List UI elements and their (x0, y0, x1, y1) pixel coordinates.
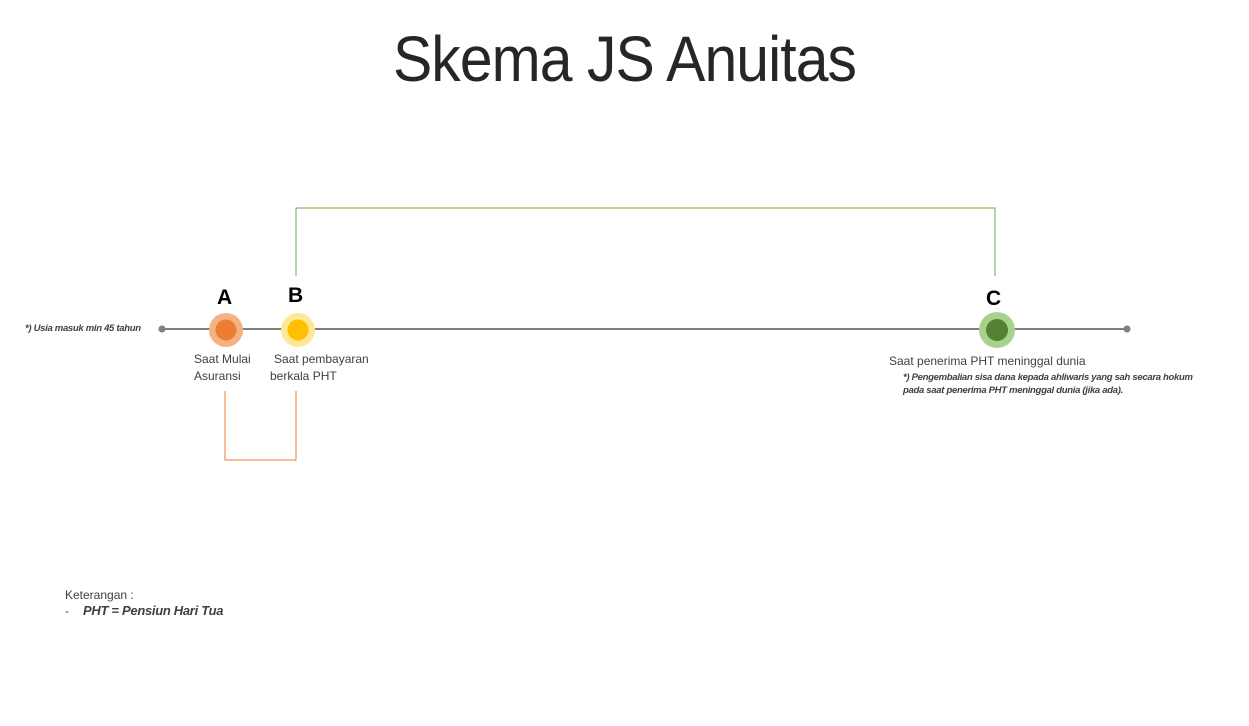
legend-dash: - (65, 604, 69, 618)
bracket-a-to-b (224, 391, 297, 461)
timeline-end-dot (1123, 325, 1131, 333)
point-b-dot (287, 319, 309, 341)
legend-heading: Keterangan : (65, 588, 134, 602)
bracket-b-to-c (295, 207, 996, 276)
point-a-dot (215, 319, 237, 341)
point-c-note-line2: pada saat penerima PHT meninggal dunia (… (903, 385, 1123, 396)
point-b-label-line1: Saat pembayaran (274, 352, 369, 366)
point-c-letter: C (986, 287, 1002, 310)
point-c-label: Saat penerima PHT meninggal dunia (889, 354, 1086, 368)
legend-item-pht: PHT = Pensiun Hari Tua (83, 603, 224, 618)
point-b-letter: B (288, 284, 304, 307)
start-note: *) Usia masuk min 45 tahun (25, 323, 141, 334)
point-a-letter: A (217, 286, 233, 309)
point-c-note-line1: *) Pengembalian sisa dana kepada ahliwar… (903, 372, 1193, 383)
page-title: Skema JS Anuitas (392, 23, 857, 95)
point-a-label-line2: Asuransi (194, 369, 241, 383)
point-a-label-line1: Saat Mulai (194, 352, 251, 366)
point-c-dot (986, 319, 1008, 341)
point-b-label-line2: berkala PHT (270, 369, 337, 383)
timeline-start-dot (158, 325, 166, 333)
